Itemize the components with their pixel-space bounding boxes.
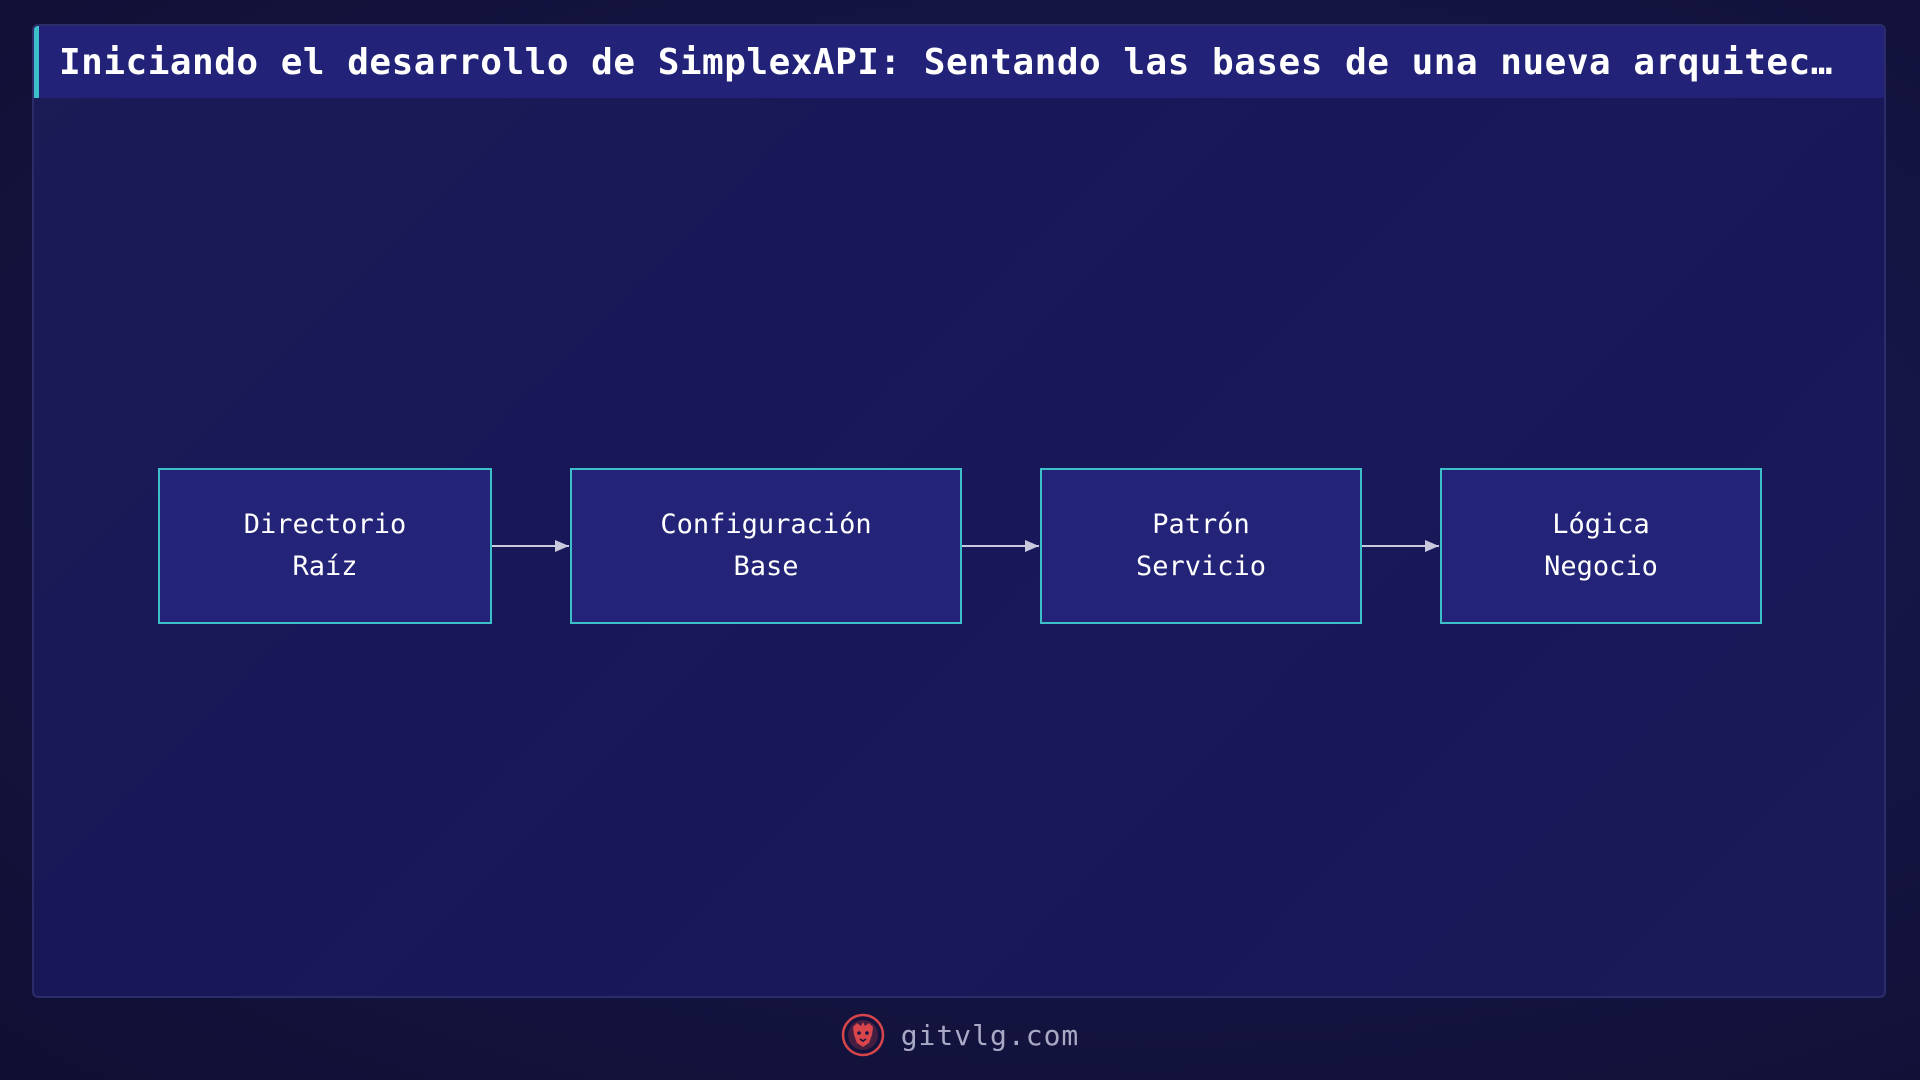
lion-head-icon[interactable] — [841, 1013, 885, 1057]
node-directorio-raiz: Directorio Raíz — [158, 468, 492, 624]
page-title: Iniciando el desarrollo de SimplexAPI: S… — [59, 41, 1833, 83]
node-label-line1: Configuración — [660, 509, 872, 540]
node-label-line1: Directorio — [243, 509, 407, 540]
node-logica-negocio: Lógica Negocio — [1440, 468, 1762, 624]
title-bar: Iniciando el desarrollo de SimplexAPI: S… — [34, 26, 1884, 98]
node-label-line2: Base — [733, 551, 799, 582]
node-configuracion-base: Configuración Base — [570, 468, 962, 624]
node-label-line1: Lógica — [1552, 509, 1650, 540]
node-patron-servicio: Patrón Servicio — [1040, 468, 1362, 624]
node-label-line1: Patrón — [1152, 509, 1250, 540]
node-label-line2: Raíz — [292, 551, 358, 582]
footer: gitvlg.com — [0, 1010, 1920, 1060]
node-label-line2: Negocio — [1544, 551, 1658, 582]
footer-site-link[interactable]: gitvlg.com — [900, 1018, 1080, 1052]
node-label-line2: Servicio — [1135, 551, 1267, 582]
